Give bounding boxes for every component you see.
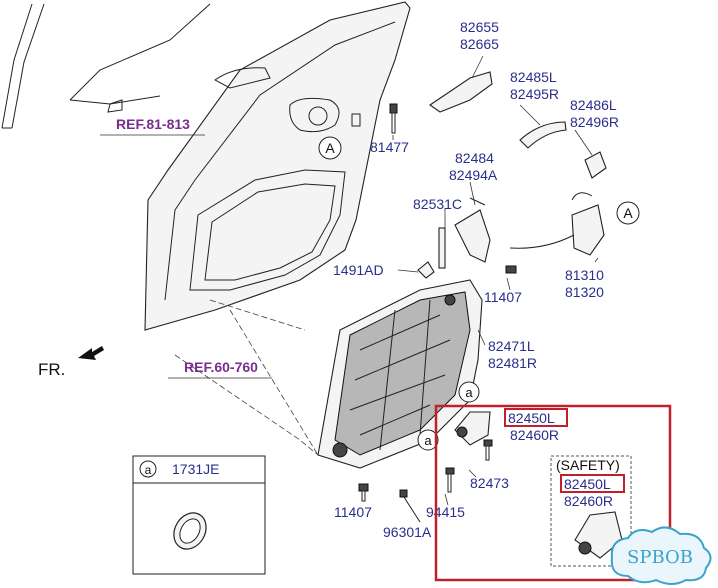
callout-small-a-text: a — [424, 433, 432, 448]
callout-small-a-text: a — [465, 385, 473, 400]
part-number: 81477 — [370, 139, 409, 155]
part-number: 82460R — [564, 493, 613, 509]
part-number-highlighted: 82450L — [564, 476, 611, 492]
part-number-highlighted: 82450L — [508, 410, 555, 426]
part-number-labels: 82655 82665 82485L 82495R 82486L 82496R … — [333, 19, 619, 540]
part-number: 82481R — [488, 355, 537, 371]
front-direction-indicator: FR. — [38, 346, 104, 379]
callout-a-label: A — [325, 140, 335, 156]
legend-part-number: 1731JE — [172, 461, 219, 477]
part-number: 81310 — [565, 267, 604, 283]
legend-box: a 1731JE — [132, 455, 266, 575]
part-number: 96301A — [383, 524, 432, 540]
front-label: FR. — [38, 360, 65, 379]
grommet-illustration — [173, 512, 207, 550]
watermark-text: SPBOB — [627, 547, 693, 568]
spbob-watermark: SPBOB — [610, 526, 712, 585]
legend-letter: a — [145, 463, 152, 477]
part-number-highlight — [504, 408, 568, 427]
part-number: 82486L — [570, 97, 617, 113]
part-number: 94415 — [426, 504, 465, 520]
part-number: 82494A — [449, 167, 498, 183]
part-number-highlight — [560, 474, 625, 493]
small-parts-illustration — [358, 71, 623, 559]
part-number: 82496R — [570, 114, 619, 130]
safety-label: (SAFETY) — [556, 457, 620, 473]
callout-circle-a-1: A — [318, 136, 342, 160]
window-glass-illustration — [1, 3, 211, 129]
part-number: 82471L — [488, 338, 535, 354]
part-number: 82665 — [460, 36, 499, 52]
part-number: 82495R — [510, 86, 559, 102]
safety-variant-box — [550, 455, 632, 567]
leader-lines — [174, 55, 599, 506]
part-number: 81320 — [565, 284, 604, 300]
part-number: 82655 — [460, 19, 499, 35]
reference-label-60-760: REF.60-760 — [184, 359, 258, 375]
front-arrow-icon — [78, 346, 104, 360]
part-number: 82485L — [510, 69, 557, 85]
part-number: 11407 — [484, 289, 522, 305]
part-number: 82484 — [455, 150, 494, 166]
callout-a-label: A — [623, 205, 633, 221]
callout-small-a-1: a — [458, 381, 480, 403]
part-number: 11407 — [334, 504, 372, 520]
part-number: 82531C — [413, 196, 462, 212]
part-number: 82473 — [470, 475, 509, 491]
door-module-illustration — [317, 279, 483, 469]
callout-circle-a-2: A — [616, 201, 640, 225]
reference-label-81-813: REF.81-813 — [116, 116, 190, 132]
door-shell-illustration — [107, 1, 411, 331]
part-number: 82460R — [510, 427, 559, 443]
callout-small-a-2: a — [417, 429, 439, 451]
regulator-motor-highlight: 82450L 82460R (SAFETY) 82450L 82460R — [434, 404, 672, 582]
part-number: 1491AD — [333, 262, 384, 278]
